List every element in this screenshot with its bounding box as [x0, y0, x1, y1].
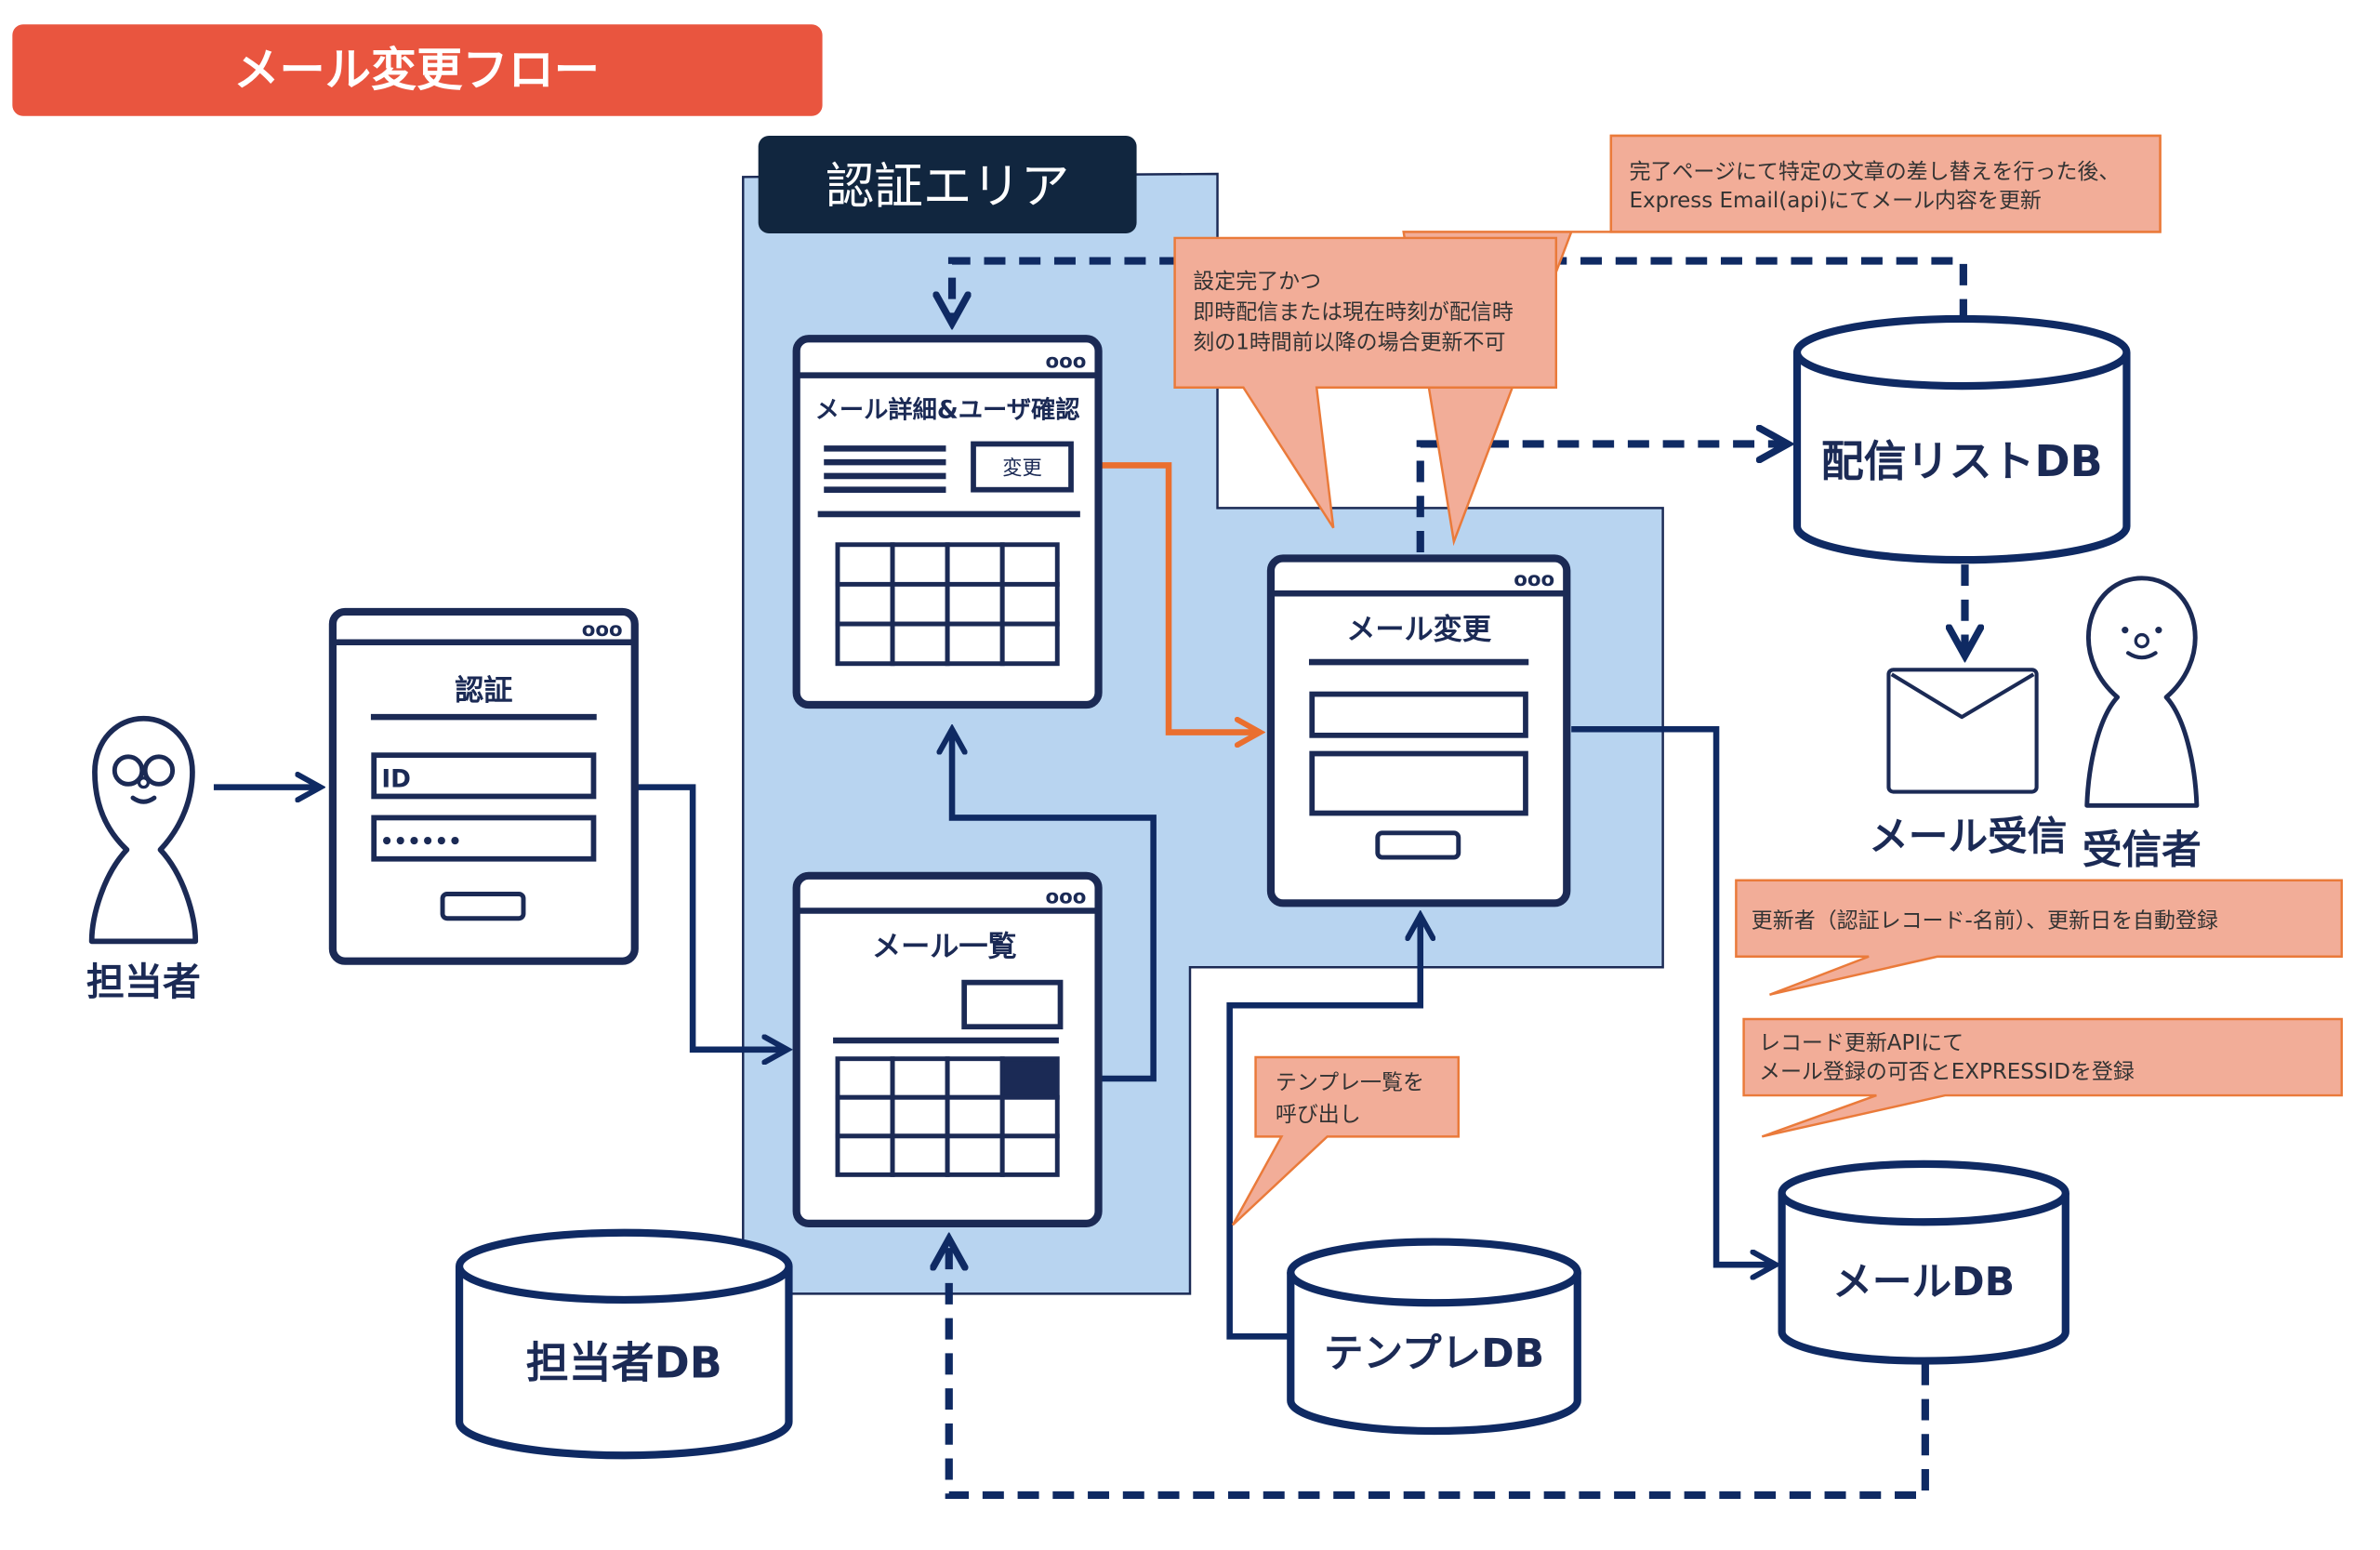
- delivery-list-db: 配信リストDB: [1792, 314, 2131, 564]
- table-cell[interactable]: [999, 581, 1060, 627]
- mail-detail-title: メール詳細&ユーザ確認: [815, 396, 1080, 425]
- callout-update-restriction: 設定完了かつ 即時配信または現在時刻が配信時 刻の1時間前以降の場合更新不可: [1173, 236, 1558, 529]
- table-cell[interactable]: [945, 1056, 1005, 1100]
- window-controls-icon: ooo: [1514, 568, 1554, 591]
- mail-receive-label: メール受信: [1869, 814, 2067, 860]
- arrow-auth-to-mail-list: [638, 784, 787, 1050]
- table-cell[interactable]: [999, 1094, 1060, 1139]
- arrow-list-to-detail: [952, 729, 1157, 1082]
- person-with-glasses-icon: [88, 715, 199, 945]
- table-cell[interactable]: [945, 542, 1005, 587]
- submit-button[interactable]: [1375, 830, 1461, 860]
- text-lines-icon: [824, 445, 946, 493]
- search-input[interactable]: [961, 979, 1064, 1030]
- mail-receive: メール受信: [1869, 668, 2067, 860]
- id-input-label: ID: [381, 766, 411, 794]
- envelope-icon: [1886, 668, 2039, 794]
- auth-screen-window: ooo 認証 ID ••••••: [328, 607, 639, 965]
- callout-api-line1: レコード更新APIにて: [1759, 1031, 1964, 1055]
- data-table: [835, 542, 1060, 667]
- table-cell[interactable]: [945, 1094, 1005, 1139]
- table-cell[interactable]: [999, 542, 1060, 587]
- body-input[interactable]: [1309, 750, 1528, 816]
- table-cell[interactable]: [890, 621, 950, 667]
- window-controls-icon: ooo: [1045, 350, 1086, 373]
- table-cell[interactable]: [999, 621, 1060, 667]
- operator-label: 担当者: [86, 960, 201, 1004]
- mail-change-window: ooo メール変更: [1266, 554, 1571, 907]
- table-cell[interactable]: [835, 621, 895, 667]
- window-controls-icon: ooo: [1045, 885, 1086, 908]
- table-cell[interactable]: [890, 542, 950, 587]
- subject-input[interactable]: [1309, 691, 1528, 738]
- table-cell[interactable]: [835, 1133, 895, 1177]
- table-cell[interactable]: [999, 1133, 1060, 1177]
- login-button[interactable]: [440, 892, 526, 921]
- operator-db: 担当者DB: [455, 1228, 793, 1460]
- arrow-maildb-to-mail-list: [949, 1239, 1929, 1500]
- auth-screen-title: 認証: [455, 674, 512, 708]
- arrow-mail-change-to-maildb: [1571, 725, 1776, 1265]
- recipient-label: 受信者: [2082, 828, 2202, 874]
- table-cell[interactable]: [835, 581, 895, 627]
- arrow-templatedb-to-mail-change: [1226, 915, 1421, 1340]
- template-db: テンプレDB: [1287, 1238, 1581, 1436]
- callout-restriction-line1: 設定完了かつ: [1193, 270, 1321, 294]
- change-button-label: 変更: [1002, 457, 1042, 480]
- table-cell[interactable]: [945, 1133, 1005, 1177]
- window-controls-icon: ooo: [582, 618, 623, 642]
- mail-detail-window: ooo メール詳細&ユーザ確認 変更: [792, 335, 1103, 709]
- password-mask: ••••••: [380, 829, 462, 854]
- callout-record-update-api: レコード更新APIにて メール登録の可否とEXPRESSIDを登録: [1742, 1017, 2343, 1138]
- table-cell[interactable]: [945, 581, 1005, 627]
- table-cell[interactable]: [835, 1056, 895, 1100]
- callout-express-email: 完了ページにて特定の文章の差し替えを行った後、 Express Email(ap…: [1402, 134, 2162, 547]
- recipient-actor: 受信者: [2082, 576, 2202, 874]
- person-icon: [2084, 576, 2200, 808]
- mail-list-title: メール一覧: [872, 931, 1017, 964]
- password-input[interactable]: [371, 815, 597, 862]
- id-input[interactable]: [371, 752, 597, 800]
- auth-area-label: 認証エリア: [758, 136, 1137, 234]
- operator-db-label: 担当者DB: [526, 1338, 722, 1388]
- mail-db: メールDB: [1778, 1159, 2069, 1365]
- table-cell[interactable]: [890, 1094, 950, 1139]
- change-button[interactable]: [971, 441, 1074, 493]
- page-title: メール変更フロー: [233, 43, 600, 97]
- callout-template-line1: テンプレ一覧を: [1276, 1070, 1424, 1094]
- callout-express-email-line1: 完了ページにて特定の文章の差し替えを行った後、: [1630, 160, 2121, 184]
- arrow-change-button-to-mail-change: [1072, 462, 1261, 732]
- callout-template-list: テンプレ一覧を 呼び出し: [1231, 1055, 1461, 1226]
- table-cell[interactable]: [890, 1133, 950, 1177]
- mail-list-window: ooo メール一覧: [792, 871, 1103, 1227]
- arrow-mail-change-to-deliverydb: [1416, 444, 1788, 552]
- mail-db-label: メールDB: [1832, 1259, 2015, 1305]
- table-cell[interactable]: [835, 1094, 895, 1139]
- callout-api-line2: メール登録の可否とEXPRESSIDを登録: [1759, 1060, 2135, 1084]
- operator-actor: 担当者: [86, 715, 201, 1004]
- table-cell[interactable]: [945, 621, 1005, 667]
- auth-area-label-text: 認証エリア: [826, 158, 1070, 215]
- callout-express-email-line2: Express Email(api)にてメール内容を更新: [1630, 189, 2042, 213]
- callout-auto-register-line1: 更新者（認証レコード-名前）、更新日を自動登録: [1752, 909, 2218, 934]
- table-cell[interactable]: [835, 542, 895, 587]
- mail-change-title: メール変更: [1346, 613, 1492, 646]
- template-db-label: テンプレDB: [1324, 1331, 1544, 1377]
- title-banner: メール変更フロー: [12, 24, 823, 116]
- delivery-list-db-label: 配信リストDB: [1821, 436, 2103, 486]
- callout-restriction-line2: 即時配信または現在時刻が配信時: [1193, 300, 1514, 325]
- table-cell[interactable]: [890, 581, 950, 627]
- callout-restriction-line3: 刻の1時間前以降の場合更新不可: [1193, 331, 1505, 355]
- table-cell[interactable]: [890, 1056, 950, 1100]
- callout-template-line2: 呼び出し: [1276, 1103, 1361, 1127]
- mail-table: [835, 1056, 1060, 1177]
- selected-table-cell[interactable]: [999, 1056, 1060, 1100]
- callout-auto-register: 更新者（認証レコード-名前）、更新日を自動登録: [1735, 879, 2343, 996]
